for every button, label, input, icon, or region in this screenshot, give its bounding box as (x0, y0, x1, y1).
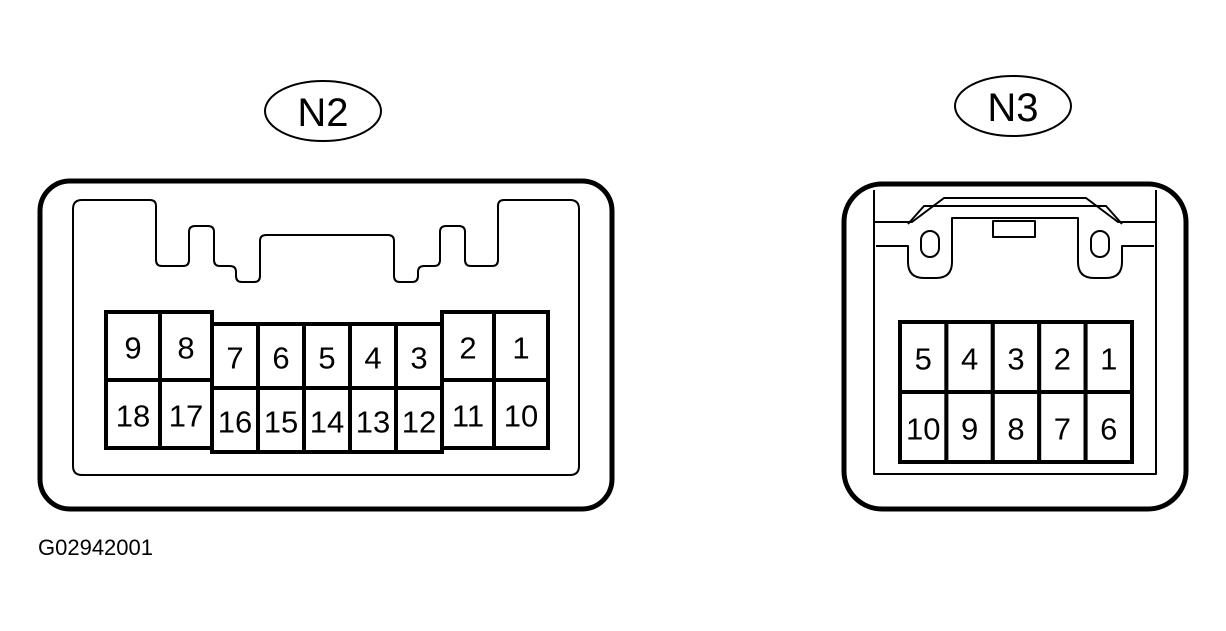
pin-number: 5 (318, 341, 335, 376)
pin-cell (440, 378, 496, 450)
connector-n3-latch (874, 197, 1156, 223)
figure-code: G02942001 (38, 535, 153, 560)
pin-number: 13 (356, 405, 390, 440)
pin-number: 6 (272, 341, 289, 376)
pin-cell (210, 322, 260, 390)
pin-number: 12 (402, 405, 436, 440)
pin-number: 5 (915, 342, 932, 377)
pin-number: 7 (1054, 412, 1071, 447)
pin-cell (1037, 320, 1088, 394)
connector-n3-latch-tab (992, 220, 1036, 238)
pin-number: 10 (906, 412, 940, 447)
pin-cell (898, 390, 949, 464)
pin-number: 8 (1007, 412, 1024, 447)
pin-number: 2 (459, 331, 476, 366)
connector-n3-inner-outline (873, 190, 1157, 475)
pin-number: 6 (1100, 412, 1117, 447)
connector-n3-latch-slot (907, 205, 1123, 225)
connector-n3-latch-inner (876, 217, 1154, 279)
connector-n2-inner-outline (72, 199, 580, 476)
pin-cell (492, 378, 550, 450)
pin-cell (256, 386, 306, 454)
connector-n2-label-oval (264, 80, 382, 142)
pin-number: 17 (169, 399, 203, 434)
pin-number: 3 (410, 341, 427, 376)
pin-number: 18 (116, 399, 150, 434)
connector-n2-label: N2 (297, 91, 348, 135)
pin-number: 14 (310, 405, 344, 440)
pin-number: 8 (177, 331, 194, 366)
pin-number: 16 (218, 405, 252, 440)
pin-number: 1 (1100, 342, 1117, 377)
pin-number: 9 (124, 331, 141, 366)
pin-number: 2 (1054, 342, 1071, 377)
connector-n3-label: N3 (987, 86, 1038, 130)
pin-number: 4 (364, 341, 381, 376)
connector-n3-label-oval (954, 75, 1072, 137)
pin-number: 1 (512, 331, 529, 366)
pin-cell (348, 322, 398, 390)
pin-number: 15 (264, 405, 298, 440)
pin-number: 4 (961, 342, 978, 377)
pin-number: 9 (961, 412, 978, 447)
pin-cell (1083, 320, 1134, 394)
pin-cell (394, 386, 444, 454)
pin-number: 3 (1007, 342, 1024, 377)
pin-number: 11 (452, 399, 484, 434)
pin-cell (1083, 390, 1134, 464)
connector-n3-lock-hole-right (1090, 230, 1110, 258)
pin-number: 10 (504, 399, 538, 434)
pin-number: 7 (226, 341, 243, 376)
connector-n3-lock-hole-left (920, 230, 940, 258)
